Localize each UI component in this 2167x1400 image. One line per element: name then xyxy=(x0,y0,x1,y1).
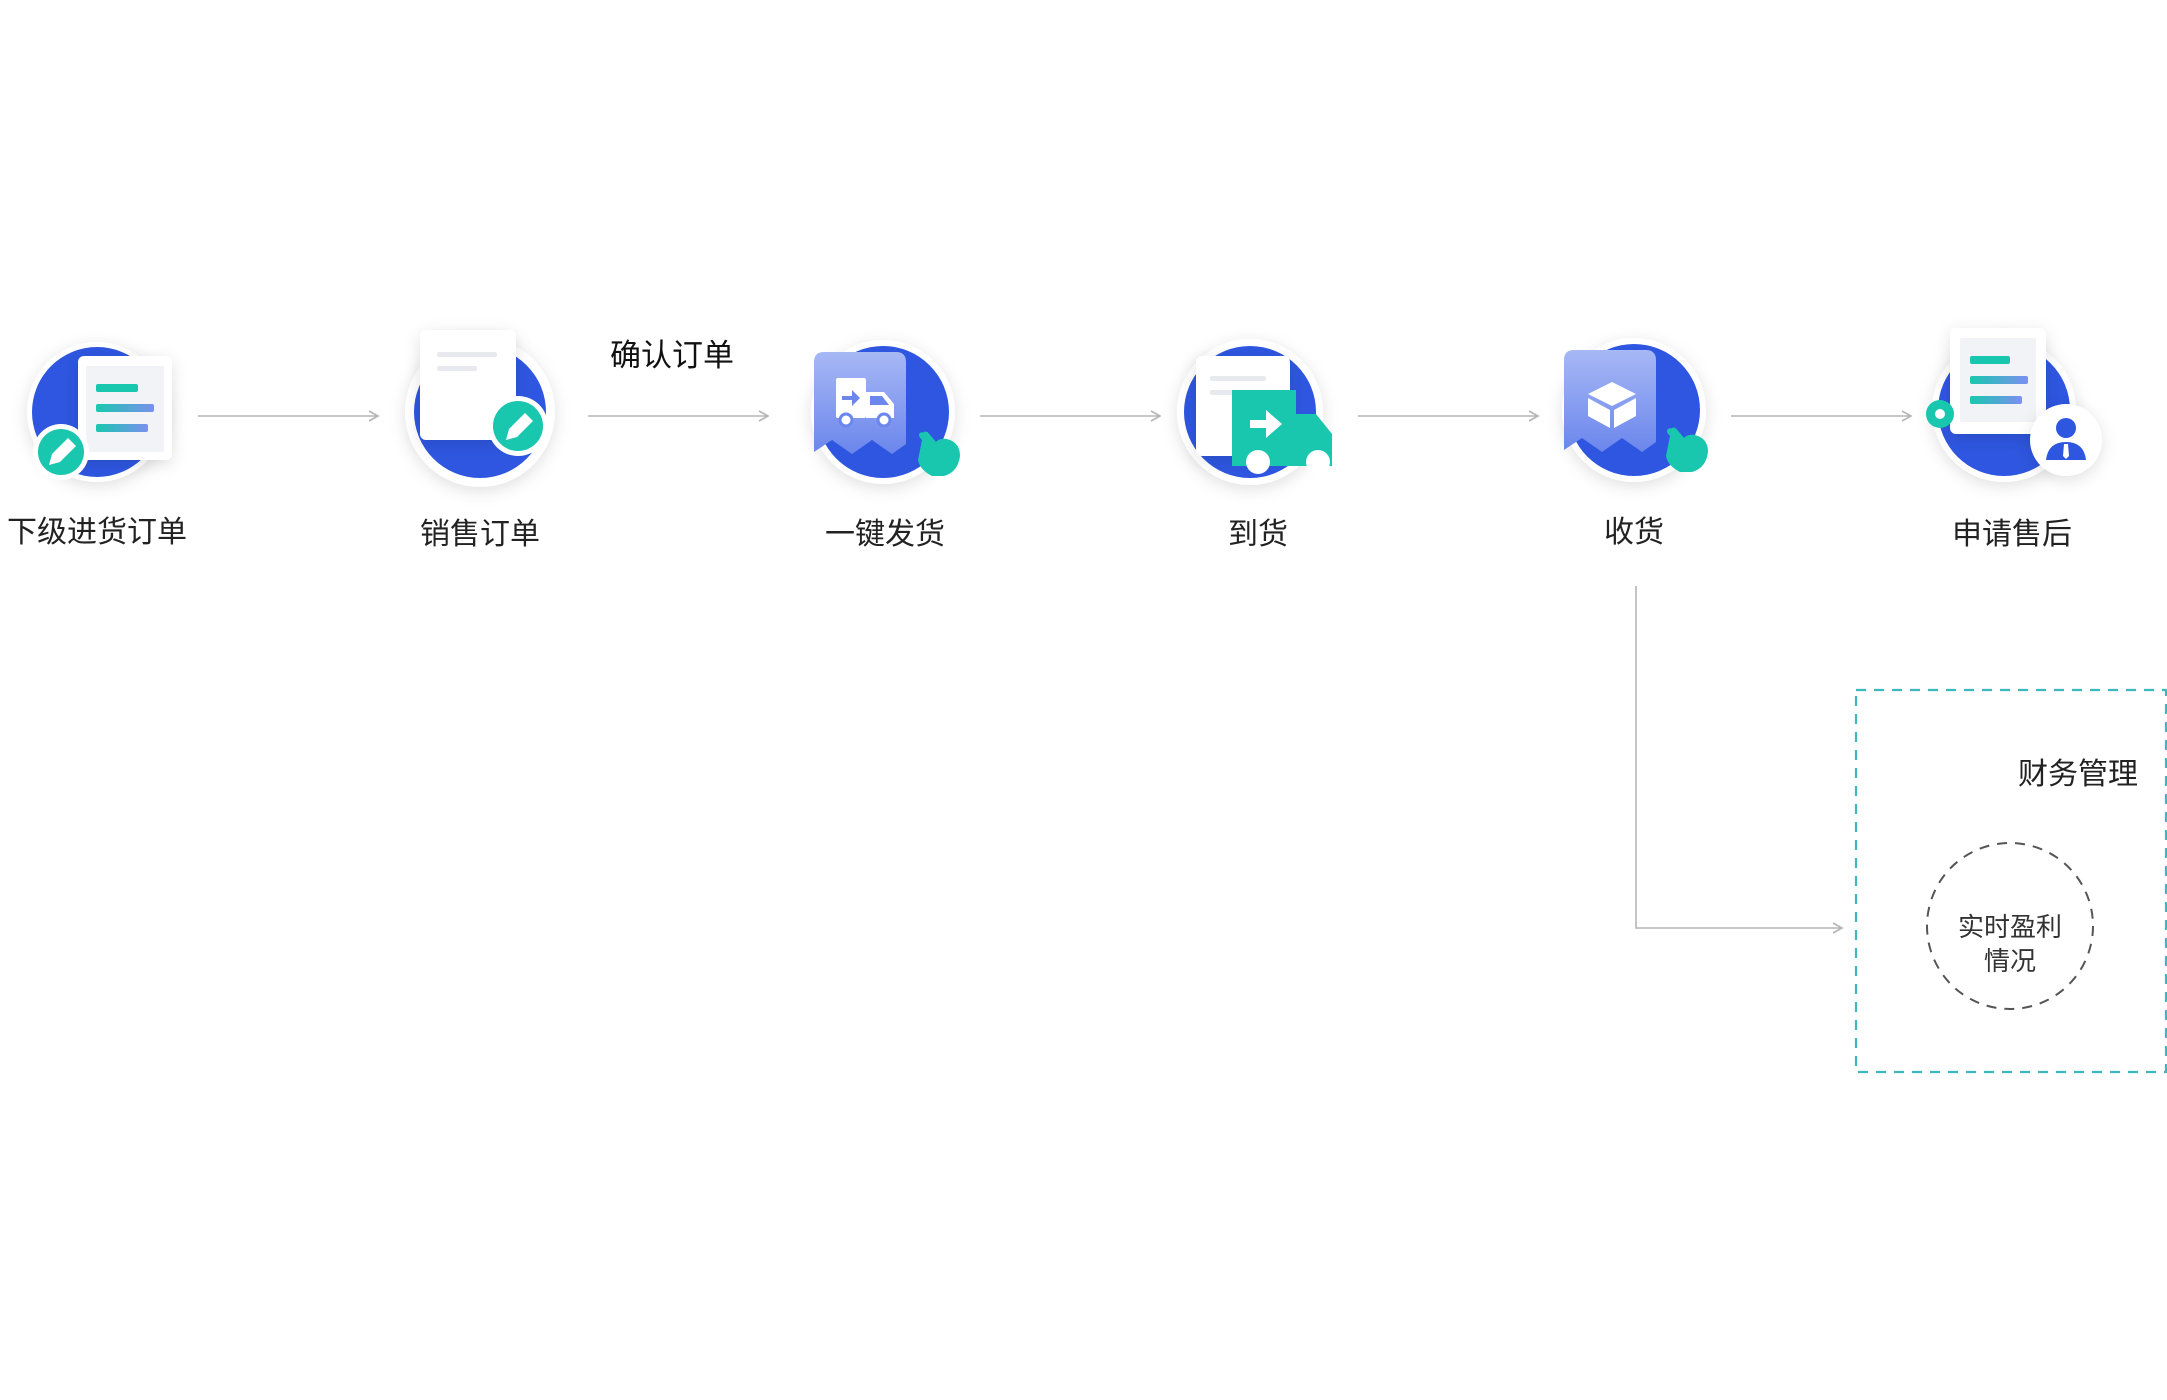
sales-order-edit-icon xyxy=(405,330,555,487)
realtime-profit-circle xyxy=(1926,842,2094,1010)
finance-title: 财务管理 xyxy=(2018,757,2138,792)
finance-management-box: 财务管理 实时盈利 情况 xyxy=(1854,688,2167,1074)
after-sales-service-icon xyxy=(1926,328,2102,482)
step-label: 销售订单 xyxy=(420,517,540,552)
step-4: 到货 xyxy=(1177,339,1332,552)
delivery-truck-tap-icon xyxy=(811,340,960,484)
step-3: 一键发货 xyxy=(811,340,960,552)
step-5: 收货 xyxy=(1562,338,1708,550)
finance-dashed-border xyxy=(1854,688,2167,1074)
step-2: 销售订单 xyxy=(405,330,555,552)
arrow-receive-to-finance xyxy=(1635,586,1844,934)
step-label: 下级进货订单 xyxy=(7,515,187,550)
step-6: 申请售后 xyxy=(1926,328,2102,552)
receive-box-tap-icon xyxy=(1562,338,1708,482)
connector-label-confirm-order: 确认订单 xyxy=(610,338,734,374)
step-label: 到货 xyxy=(1228,517,1288,552)
step-label: 一键发货 xyxy=(825,517,945,552)
step-label: 收货 xyxy=(1604,515,1664,550)
arrival-truck-icon xyxy=(1177,339,1332,485)
realtime-profit-label-line2: 情况 xyxy=(1984,947,2036,977)
step-label: 申请售后 xyxy=(1952,517,2072,552)
step-1: 下级进货订单 xyxy=(7,342,187,550)
realtime-profit-label-line1: 实时盈利 xyxy=(1958,913,2062,943)
connectors xyxy=(198,410,1913,934)
order-edit-icon xyxy=(27,342,172,482)
